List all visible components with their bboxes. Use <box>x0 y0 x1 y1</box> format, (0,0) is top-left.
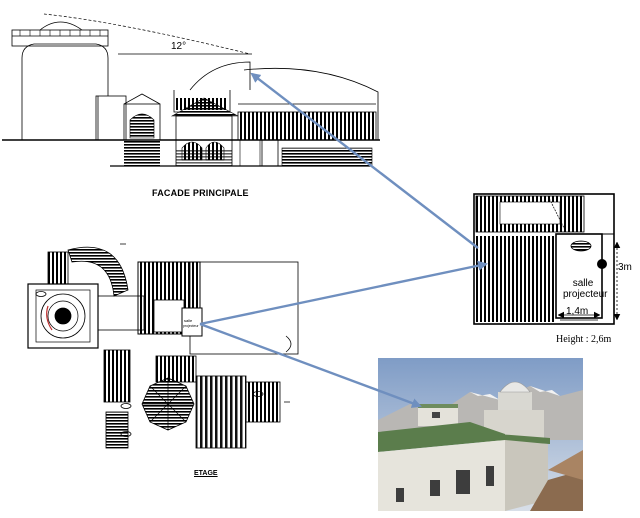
projector-room-detail <box>473 193 621 325</box>
etage-title: ETAGE <box>194 470 218 477</box>
building-photo <box>378 358 583 511</box>
connector-arrows <box>199 72 488 408</box>
svg-text:projecteur: projecteur <box>183 324 199 328</box>
svg-text:salle: salle <box>184 318 193 323</box>
arrow-to-facade <box>250 72 479 249</box>
room-depth-label: 3m <box>618 262 632 273</box>
arrow-plan-to-detail <box>199 260 488 326</box>
facade-title: FACADE PRINCIPALE <box>152 188 249 198</box>
facade-angle-label: 12° <box>171 41 186 52</box>
facade-elevation <box>2 13 380 167</box>
room-name-label: salle projecteur <box>563 278 608 300</box>
room-height-label: Height : 2,6m <box>556 334 612 345</box>
room-width-label: 1,4m <box>566 306 589 317</box>
etage-floor-plan: salle projecteur <box>27 243 299 449</box>
arrow-plan-to-photo <box>199 322 422 408</box>
